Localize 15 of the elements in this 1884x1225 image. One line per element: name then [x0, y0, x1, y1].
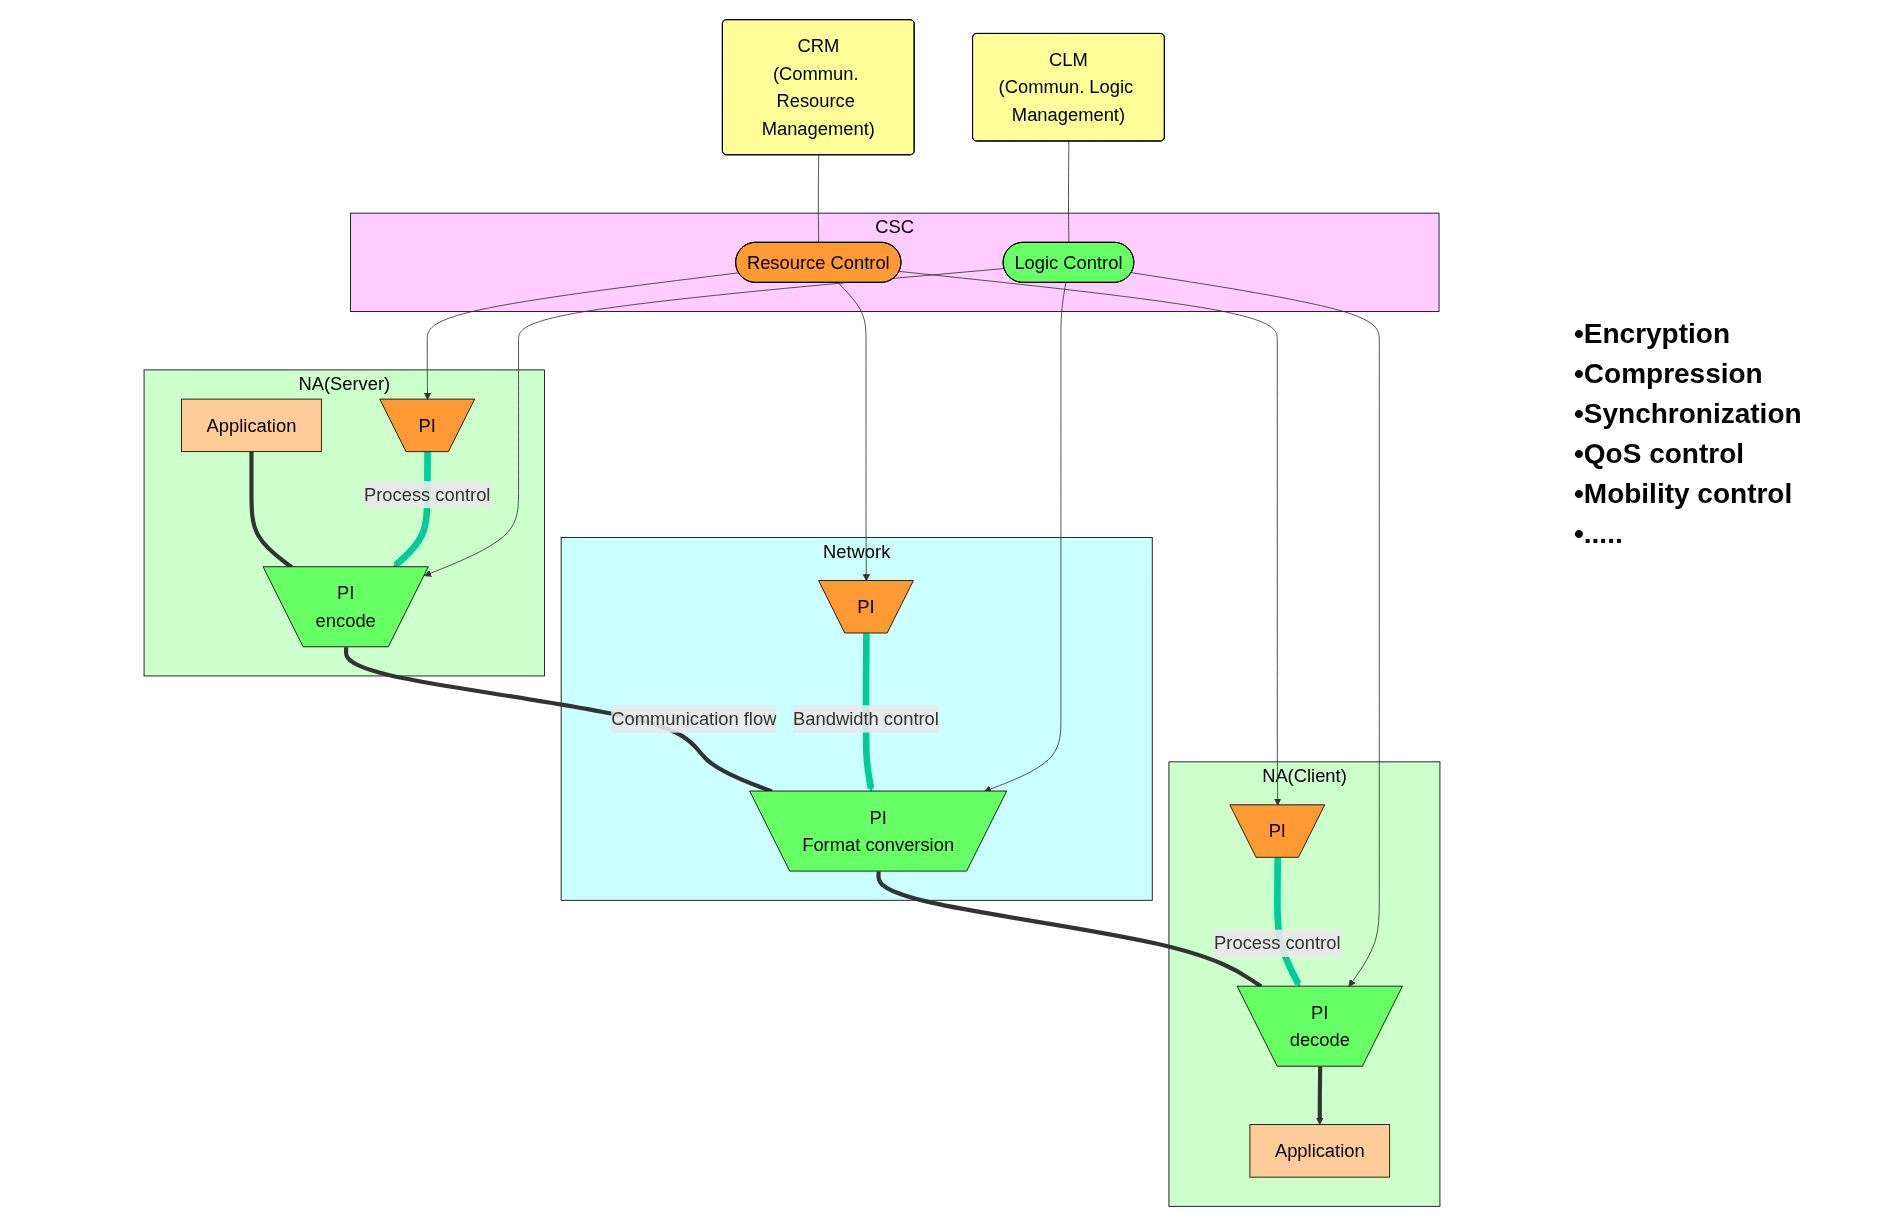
bullet-item: •Mobility control: [1574, 478, 1794, 510]
bullet-item: •Compression: [1574, 358, 1764, 390]
node-box: Application: [181, 398, 322, 452]
edge-label: Process control: [1214, 932, 1341, 954]
connector: [817, 154, 820, 243]
node-box: Application: [1249, 1123, 1391, 1178]
bullet-item: •.....: [1574, 518, 1624, 550]
edge-label: Bandwidth control: [793, 707, 939, 729]
connector: [1068, 140, 1070, 243]
bullet-item: •QoS control: [1574, 438, 1746, 470]
bullet-item: •Encryption: [1574, 318, 1732, 350]
edge-label: Communication flow: [611, 707, 777, 729]
edge-label: Process control: [363, 483, 491, 505]
bullet-item: •Synchronization: [1574, 398, 1803, 430]
arrow: [1316, 1066, 1324, 1125]
